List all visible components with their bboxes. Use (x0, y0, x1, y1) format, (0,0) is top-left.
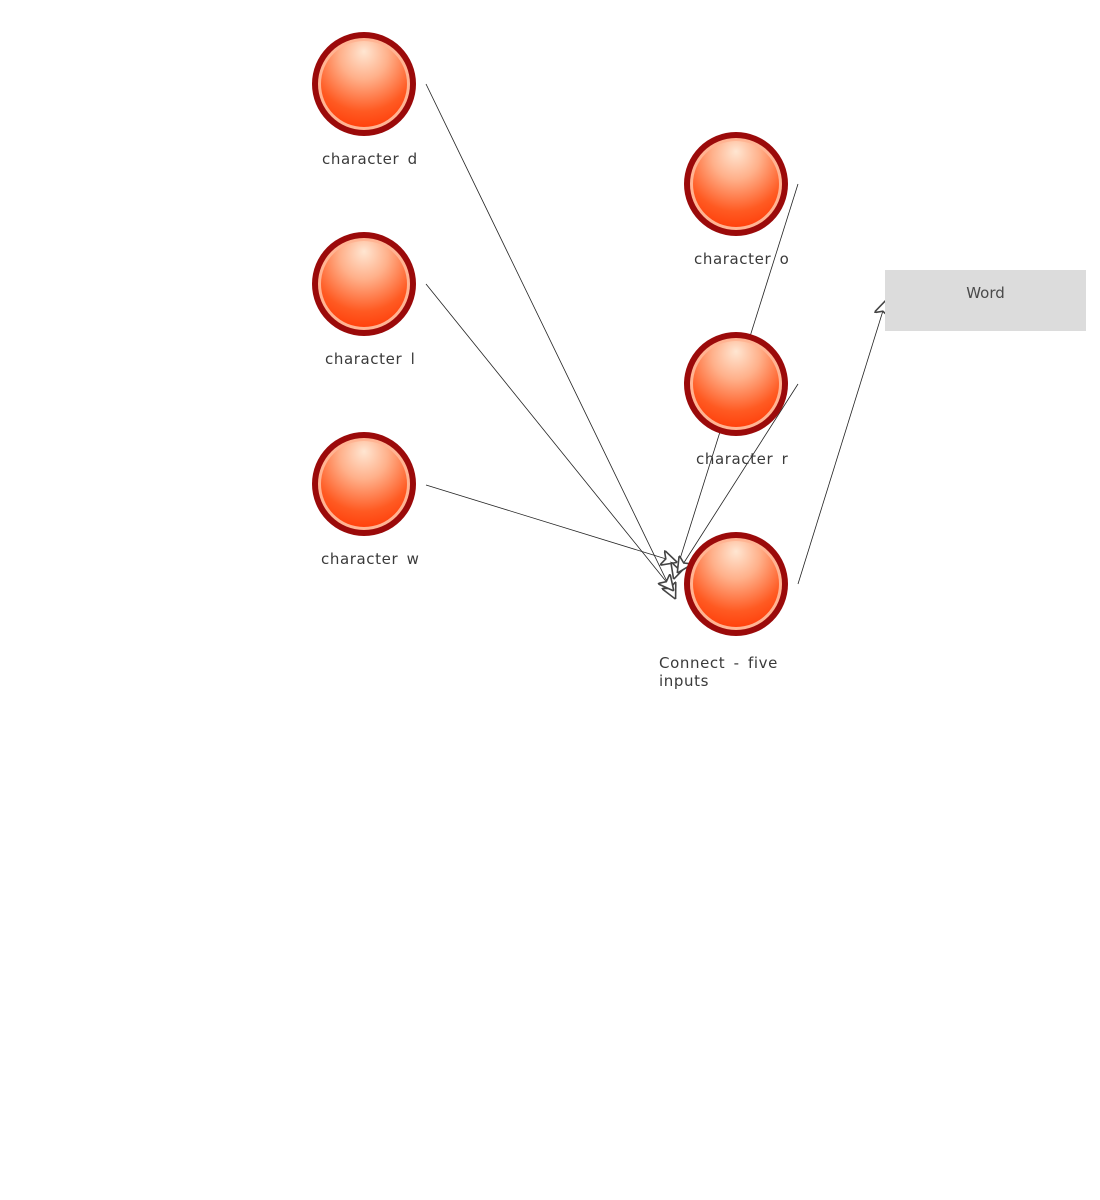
edge-d-to-connect (425, 83, 675, 598)
label-connect-line1: Connect - five (659, 654, 778, 672)
node-character-r[interactable] (684, 332, 788, 436)
label-character-w: character w (321, 550, 420, 568)
node-character-w[interactable] (312, 432, 416, 536)
label-character-l: character l (325, 350, 416, 368)
label-character-d: character d (322, 150, 418, 168)
node-character-o[interactable] (684, 132, 788, 236)
edge-w-to-connect (425, 484, 676, 562)
edge-l-to-connect (425, 283, 673, 590)
edge-r-to-connect (678, 383, 799, 572)
label-character-r: character r (696, 450, 789, 468)
label-character-o: character o (694, 250, 790, 268)
label-connect-line2: inputs (659, 672, 709, 690)
node-character-l[interactable] (312, 232, 416, 336)
node-connect-five-inputs[interactable] (684, 532, 788, 636)
node-character-d[interactable] (312, 32, 416, 136)
edge-connect-to-word (797, 301, 886, 585)
word-box-label: Word (966, 284, 1005, 302)
word-box[interactable]: Word (885, 270, 1086, 331)
